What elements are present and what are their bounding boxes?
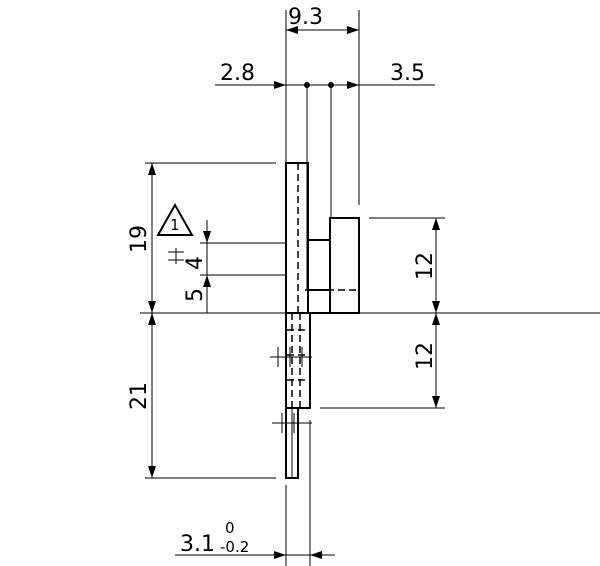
part-outline <box>285 162 360 479</box>
dimension-text-left-small-a: 4 <box>183 256 208 270</box>
dimension-top-total: 9.3 <box>285 5 360 205</box>
dimension-text-right-lower: 12 <box>413 342 438 370</box>
dimension-text-left-lower: 21 <box>127 382 152 410</box>
tick-marks <box>270 347 312 433</box>
dimension-text-bottom-width: 3.1 <box>180 532 215 557</box>
dimension-left-upper: 19 <box>127 162 276 313</box>
datum-triangle-label: 1 <box>170 216 180 234</box>
dimension-right-lower: 12 <box>320 313 445 409</box>
dimension-tolerance-upper: 0 <box>225 519 235 537</box>
dimension-bottom-width: 3.1 0 -0.2 <box>175 420 335 566</box>
dimension-right-upper: 12 <box>369 217 445 313</box>
dimension-text-top-right: 3.5 <box>390 61 425 86</box>
datum-triangle: 1 <box>156 202 194 236</box>
dimension-text-left-small-b: 5 <box>183 288 208 302</box>
dimension-top-right: 3.5 <box>286 61 435 89</box>
dimension-text-top-left: 2.8 <box>220 61 255 86</box>
dimension-left-lower: 21 <box>127 313 276 479</box>
dimension-top-left: 2.8 <box>215 61 286 89</box>
hidden-lines <box>287 163 356 408</box>
dimension-tolerance-lower: -0.2 <box>220 538 249 556</box>
dimension-text-right-upper: 12 <box>413 252 438 280</box>
center-lines <box>140 83 600 314</box>
dimension-text-left-upper: 19 <box>127 225 152 253</box>
dimension-left-small: 4 5 <box>168 220 286 313</box>
dimension-text-top-total: 9.3 <box>288 5 323 30</box>
